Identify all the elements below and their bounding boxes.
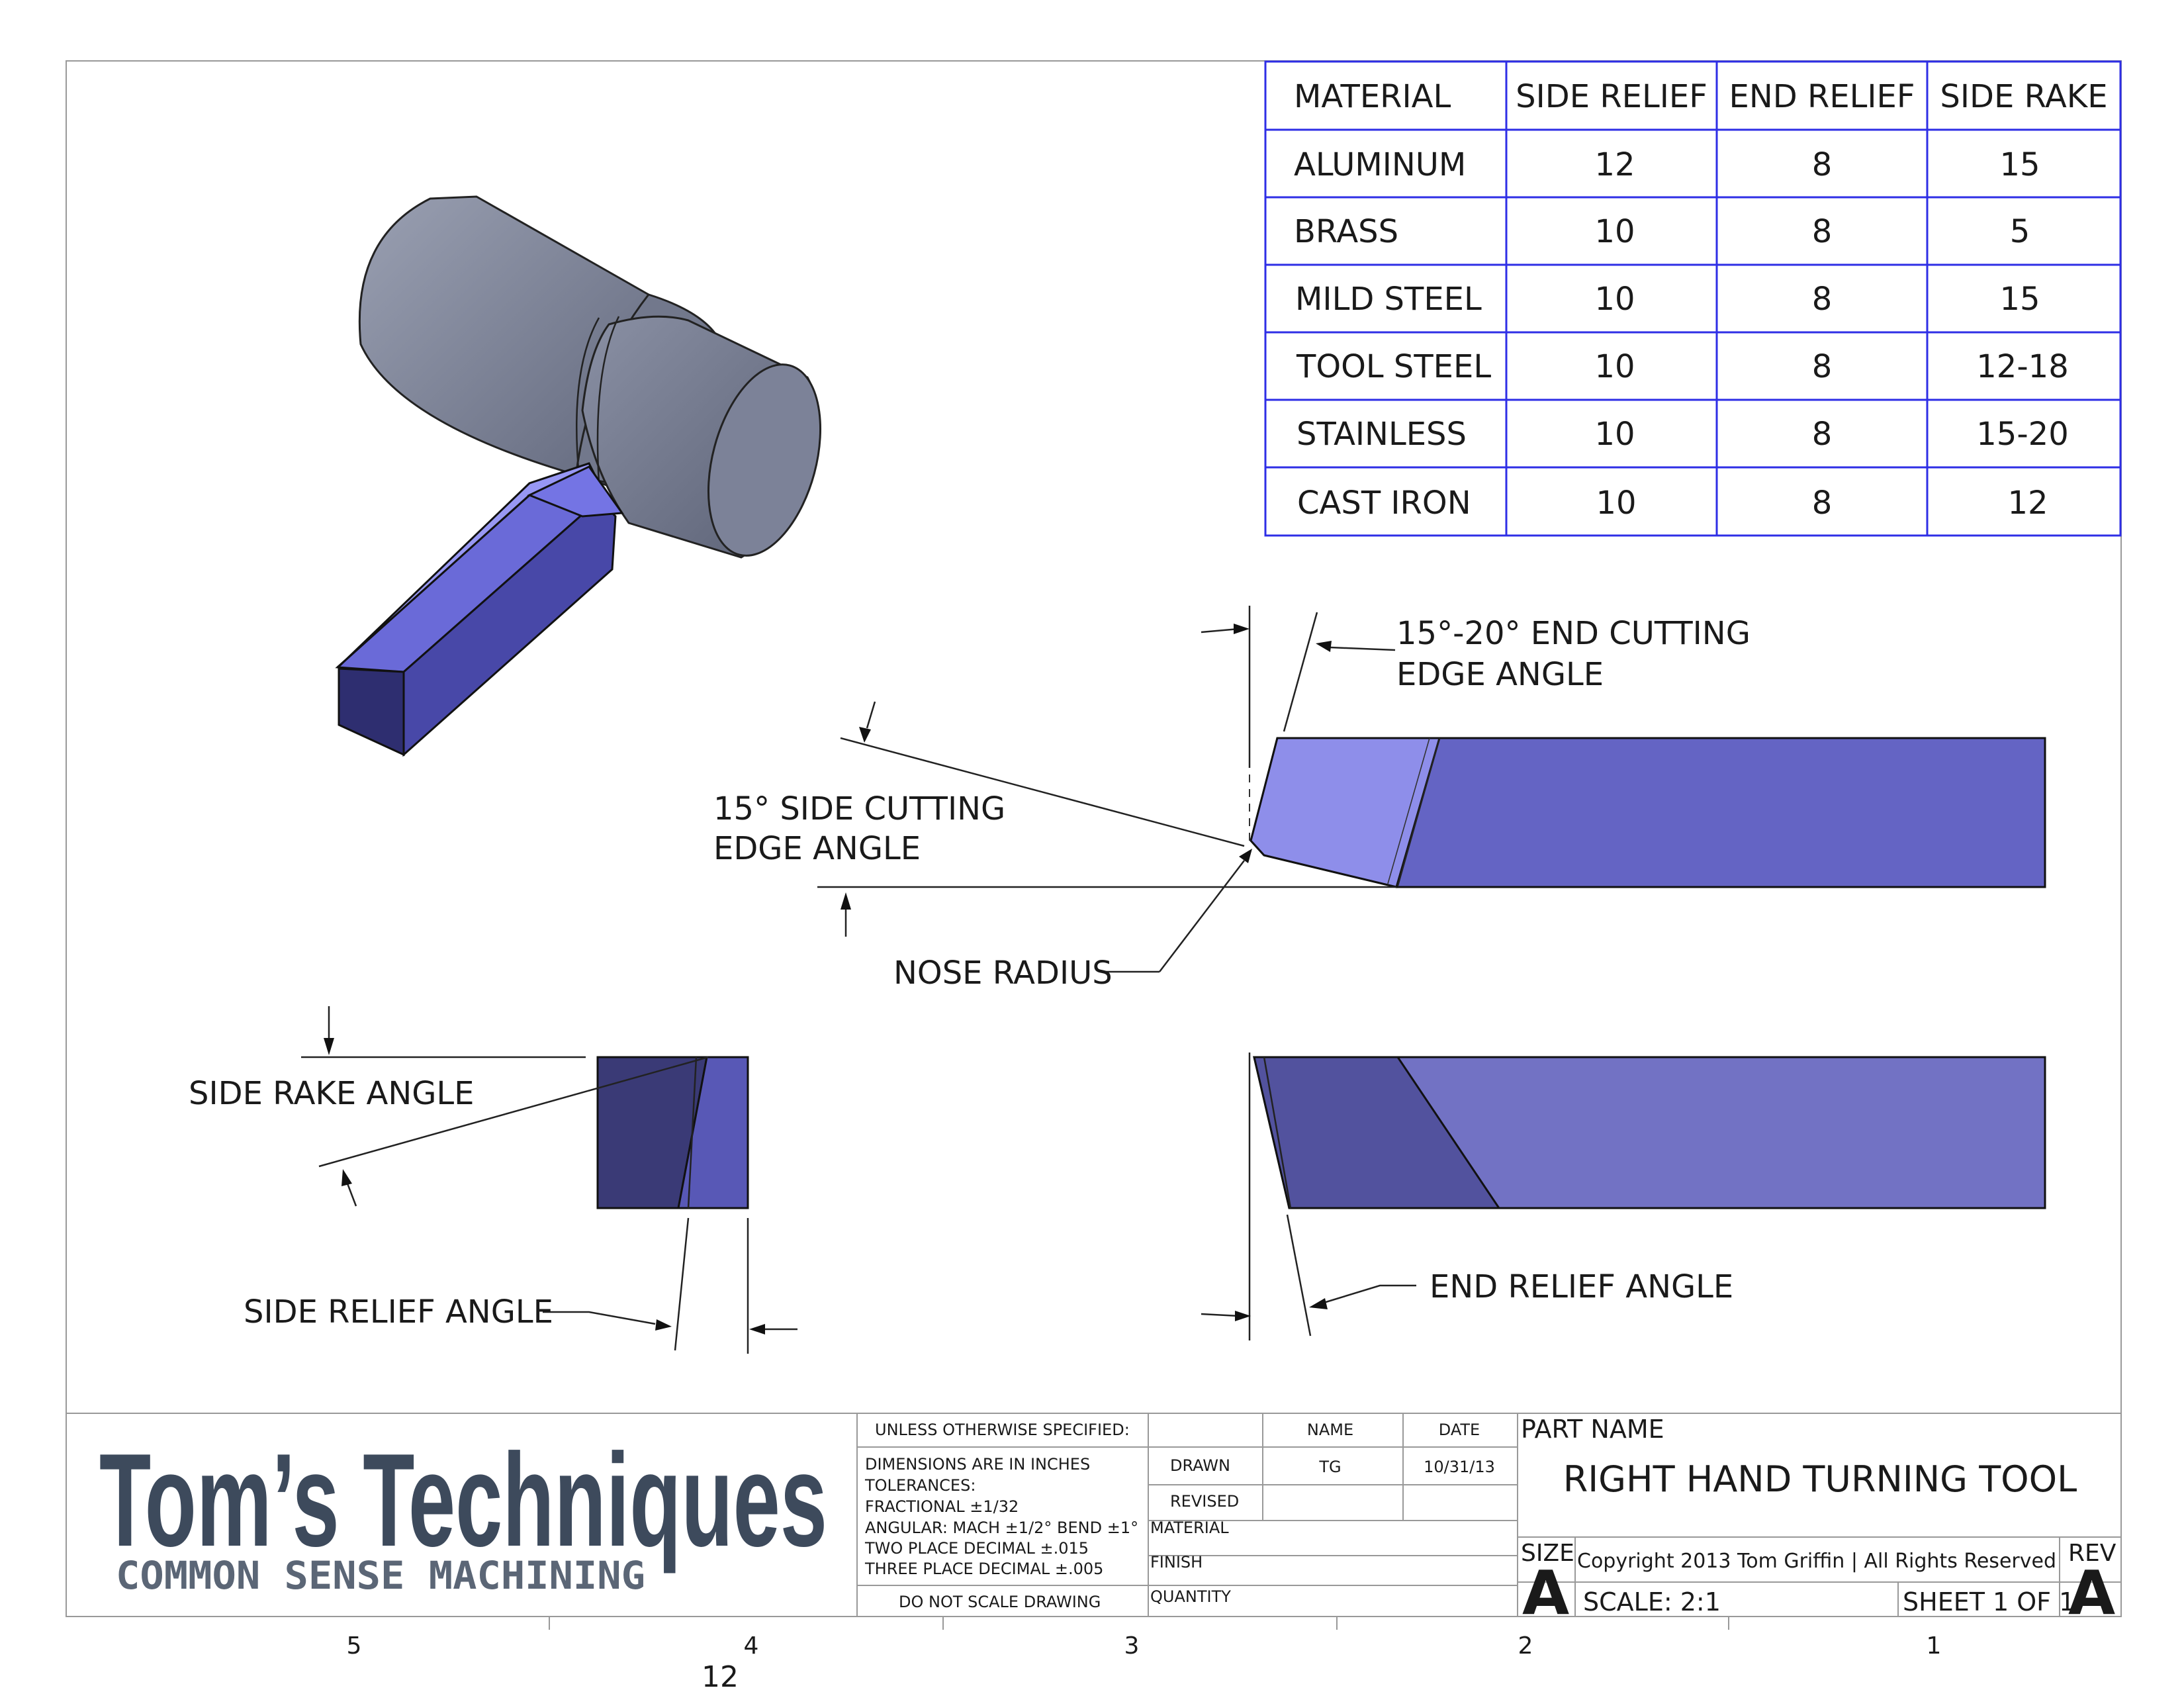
table-cell: 8 [1812,281,1833,318]
table-header-material: MATERIAL [1294,78,1451,115]
table-cell: CAST IRON [1297,485,1471,522]
table-cell: 8 [1812,146,1833,183]
end-cutting-edge-label-line1: 15°-20° END CUTTING [1396,615,1751,652]
tool-side-view-relief-face [1253,1056,1501,1209]
scale: SCALE: 2:1 [1583,1587,1721,1617]
side-cutting-edge-label-line1: 15° SIDE CUTTING [713,790,1005,827]
table-cell: 15-20 [1976,416,2068,453]
material-table-frame [1264,60,2122,537]
do-not-scale-note: DO NOT SCALE DRAWING [899,1593,1101,1611]
three-place-note: THREE PLACE DECIMAL ±.005 [864,1560,1103,1578]
drawn-name: TG [1318,1458,1341,1476]
side-relief-label: SIDE RELIEF ANGLE [244,1293,553,1331]
table-cell: BRASS [1294,213,1398,250]
drawn-label: DRAWN [1170,1456,1230,1475]
side-cutting-edge-label-line2: EDGE ANGLE [713,830,921,867]
date-header: DATE [1439,1421,1480,1439]
table-cell: 12 [1594,146,1635,183]
sheet-border [66,60,2122,1617]
tolerances-note: TOLERANCES: [864,1476,976,1495]
angular-note: ANGULAR: MACH ±1/2° BEND ±1° [865,1519,1138,1537]
table-cell: 15 [1999,146,2040,183]
company-logo: Tom’s Techniques [99,1427,827,1574]
table-cell: 10 [1594,281,1635,318]
end-view: SIDE RAKE ANGLE SIDE RELIEF ANGLE [189,1006,797,1354]
table-cell: MILD STEEL [1295,281,1482,318]
table-cell: 12-18 [1976,348,2068,385]
table-cell: 8 [1812,348,1833,385]
zone-label: 5 [347,1632,362,1660]
two-place-note: TWO PLACE DECIMAL ±.015 [864,1539,1089,1558]
name-header: NAME [1307,1421,1353,1439]
extra-mark: 12 [702,1660,739,1688]
table-header-side-relief: SIDE RELIEF [1516,78,1707,115]
tool-bit-cutting-tip [527,465,624,518]
table-cell: 8 [1812,485,1833,522]
size-value: A [1522,1558,1569,1628]
part-name: RIGHT HAND TURNING TOOL [1563,1458,2077,1500]
table-cell: 5 [2010,213,2030,250]
quantity-label: QUANTITY [1150,1587,1231,1606]
zone-label: 3 [1124,1632,1140,1660]
rev-label: REV [2068,1540,2116,1567]
finish-label: FINISH [1150,1553,1203,1571]
table-cell: 10 [1594,213,1635,250]
table-cell: 12 [2007,485,2048,522]
zone-label: 2 [1518,1632,1533,1660]
table-cell: 10 [1594,416,1635,453]
table-cell: ALUMINUM [1294,146,1466,183]
table-cell: 10 [1596,485,1636,522]
workpiece-groove-line [576,317,600,477]
table-cell: TOOL STEEL [1296,348,1491,385]
company-tagline: COMMON SENSE MACHINING [116,1553,645,1598]
top-view: 15°-20° END CUTTING EDGE ANGLE 15° SIDE … [713,606,2046,992]
nose-radius-label: NOSE RADIUS [893,955,1113,992]
end-relief-label: END RELIEF ANGLE [1430,1268,1733,1305]
material-label: MATERIAL [1150,1519,1229,1537]
end-cutting-edge-label-line2: EDGE ANGLE [1396,656,1604,693]
workpiece-groove-line [596,316,620,484]
tool-end-view-light-face [677,1056,749,1209]
table-cell: 15 [1999,281,2040,318]
table-cell: 8 [1812,416,1833,453]
fractional-note: FRACTIONAL ±1/32 [865,1497,1019,1516]
rev-value: A [2068,1558,2115,1628]
table-cell: 10 [1594,348,1635,385]
isometric-view [335,195,822,757]
drawn-date: 10/31/13 [1424,1458,1495,1476]
dims-note: DIMENSIONS ARE IN INCHES [865,1455,1090,1474]
zone-markers: 5 4 3 2 1 12 [347,1617,1942,1688]
revised-label: REVISED [1170,1492,1239,1511]
table-cell: 8 [1812,213,1833,250]
table-header-end-relief: END RELIEF [1729,78,1915,115]
workpiece-end-face [707,363,822,557]
size-label: SIZE [1521,1540,1574,1567]
unless-specified: UNLESS OTHERWISE SPECIFIED: [875,1421,1130,1439]
copyright: Copyright 2013 Tom Griffin | All Rights … [1577,1550,2056,1573]
zone-label: 4 [744,1632,759,1660]
side-rake-label: SIDE RAKE ANGLE [189,1075,474,1112]
side-view: END RELIEF ANGLE [1201,1053,2046,1340]
zone-label: 1 [1927,1632,1942,1660]
table-cell: STAINLESS [1297,416,1467,453]
table-header-side-rake: SIDE RAKE [1940,78,2107,115]
tool-top-view-tip [1250,737,1441,888]
sheet: SHEET 1 OF 1 [1903,1587,2075,1617]
title-block: Tom’s Techniques COMMON SENSE MACHINING … [66,1413,2121,1628]
material-table: MATERIAL SIDE RELIEF END RELIEF SIDE RAK… [1264,60,2122,537]
part-name-label: PART NAME [1521,1415,1664,1444]
tool-bit-end-face [338,667,405,757]
